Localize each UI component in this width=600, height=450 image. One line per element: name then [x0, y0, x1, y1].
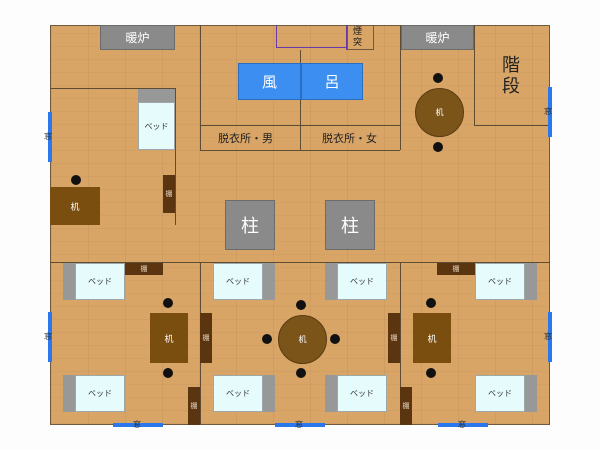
shelf-tl: 棚	[163, 175, 175, 213]
dressing-room-female: 脱衣所・女	[322, 132, 377, 145]
wall-top-left-room-right	[175, 88, 176, 225]
shelf-b1-right: 棚	[188, 387, 200, 425]
window-label-left-top: 窓	[44, 132, 52, 141]
shelf-b3-top: 棚	[437, 263, 475, 275]
bed-pillow-b1b	[63, 375, 75, 412]
window-left-bottom	[48, 312, 52, 362]
bed-b2c: ベッド	[213, 375, 263, 412]
wall-bedroom-2	[400, 262, 401, 425]
chimney: 煙突	[347, 25, 374, 50]
window-bottom-2	[275, 423, 325, 427]
bed-pillow-b2b	[325, 263, 337, 300]
window-label-bottom-3: 窓	[458, 420, 466, 429]
window-label-left-bottom: 窓	[44, 332, 52, 341]
window-label-bottom-2: 窓	[295, 420, 303, 429]
shelf-b3-left: 棚	[388, 313, 400, 363]
chair-b1-2	[163, 368, 173, 378]
window-right-bottom	[548, 312, 552, 362]
bed-pillow-b2d	[325, 375, 337, 412]
pillar-left: 柱	[225, 200, 275, 250]
bed-b3a: ベッド	[475, 263, 525, 300]
wall-stairs-left	[474, 25, 475, 125]
chimney-pipe-v1	[276, 25, 277, 47]
dressing-room-male: 脱衣所・男	[218, 132, 273, 145]
window-left-top	[48, 112, 52, 162]
chimney-pipe-v2	[346, 25, 347, 50]
chair-b1-1	[163, 298, 173, 308]
wall-bedrooms-top	[50, 262, 550, 263]
bed-b3b: ベッド	[475, 375, 525, 412]
bed-pillow-b2c	[263, 375, 275, 412]
wall-stairs-bottom	[474, 125, 550, 126]
wall-bath-mid	[300, 50, 301, 150]
chimney-label: 煙突	[353, 27, 363, 48]
pillar-right: 柱	[325, 200, 375, 250]
wall-bath-bottom	[200, 150, 400, 151]
chair-b2-1	[296, 300, 306, 310]
round-table-b2: 机	[278, 315, 327, 364]
window-bottom-3	[438, 423, 488, 427]
stairs-label: 階段	[502, 55, 520, 97]
chair-top-2	[433, 142, 443, 152]
bed-pillow-b3b	[525, 375, 537, 412]
wall-top-left-room	[50, 88, 175, 89]
window-label-bottom-1: 窓	[133, 420, 141, 429]
bed-b1b: ベッド	[75, 375, 125, 412]
desk-b3: 机	[413, 313, 451, 363]
bath-right: 呂	[301, 63, 363, 100]
bed-b1a: ベッド	[75, 263, 125, 300]
window-bottom-1	[113, 423, 163, 427]
bed-pillow-b2a	[263, 263, 275, 300]
chair-b3-1	[426, 298, 436, 308]
window-label-right-bottom: 窓	[544, 332, 552, 341]
desk-b1: 机	[150, 313, 188, 363]
bed-b2a: ベッド	[213, 263, 263, 300]
shelf-b1-top: 棚	[125, 263, 163, 275]
bed-pillow-b3a	[525, 263, 537, 300]
chair-tl	[71, 175, 81, 185]
bed-pillow-b1a	[63, 263, 75, 300]
heater-left: 暖炉	[100, 25, 175, 50]
shelf-b3-bottom: 棚	[400, 387, 412, 425]
chimney-pipe-h	[276, 47, 346, 48]
heater-right: 暖炉	[401, 25, 474, 50]
shelf-b2: 棚	[200, 313, 212, 363]
bed-tl: ベッド	[138, 102, 175, 150]
bed-b2d: ベッド	[337, 375, 387, 412]
bed-pillow-tl	[138, 89, 175, 102]
chair-top-1	[433, 73, 443, 83]
wall-bath-left	[200, 25, 201, 150]
chair-b2-4	[330, 334, 340, 344]
wall-bath-inner	[200, 125, 400, 126]
window-label-right-top: 窓	[544, 107, 552, 116]
bath-left: 風	[238, 63, 301, 100]
round-table-top: 机	[415, 88, 464, 137]
desk-tl: 机	[50, 187, 100, 225]
chair-b3-2	[426, 368, 436, 378]
chair-b2-2	[296, 368, 306, 378]
chair-b2-3	[262, 334, 272, 344]
wall-bath-right	[400, 25, 401, 150]
window-right-top	[548, 87, 552, 137]
bed-b2b: ベッド	[337, 263, 387, 300]
